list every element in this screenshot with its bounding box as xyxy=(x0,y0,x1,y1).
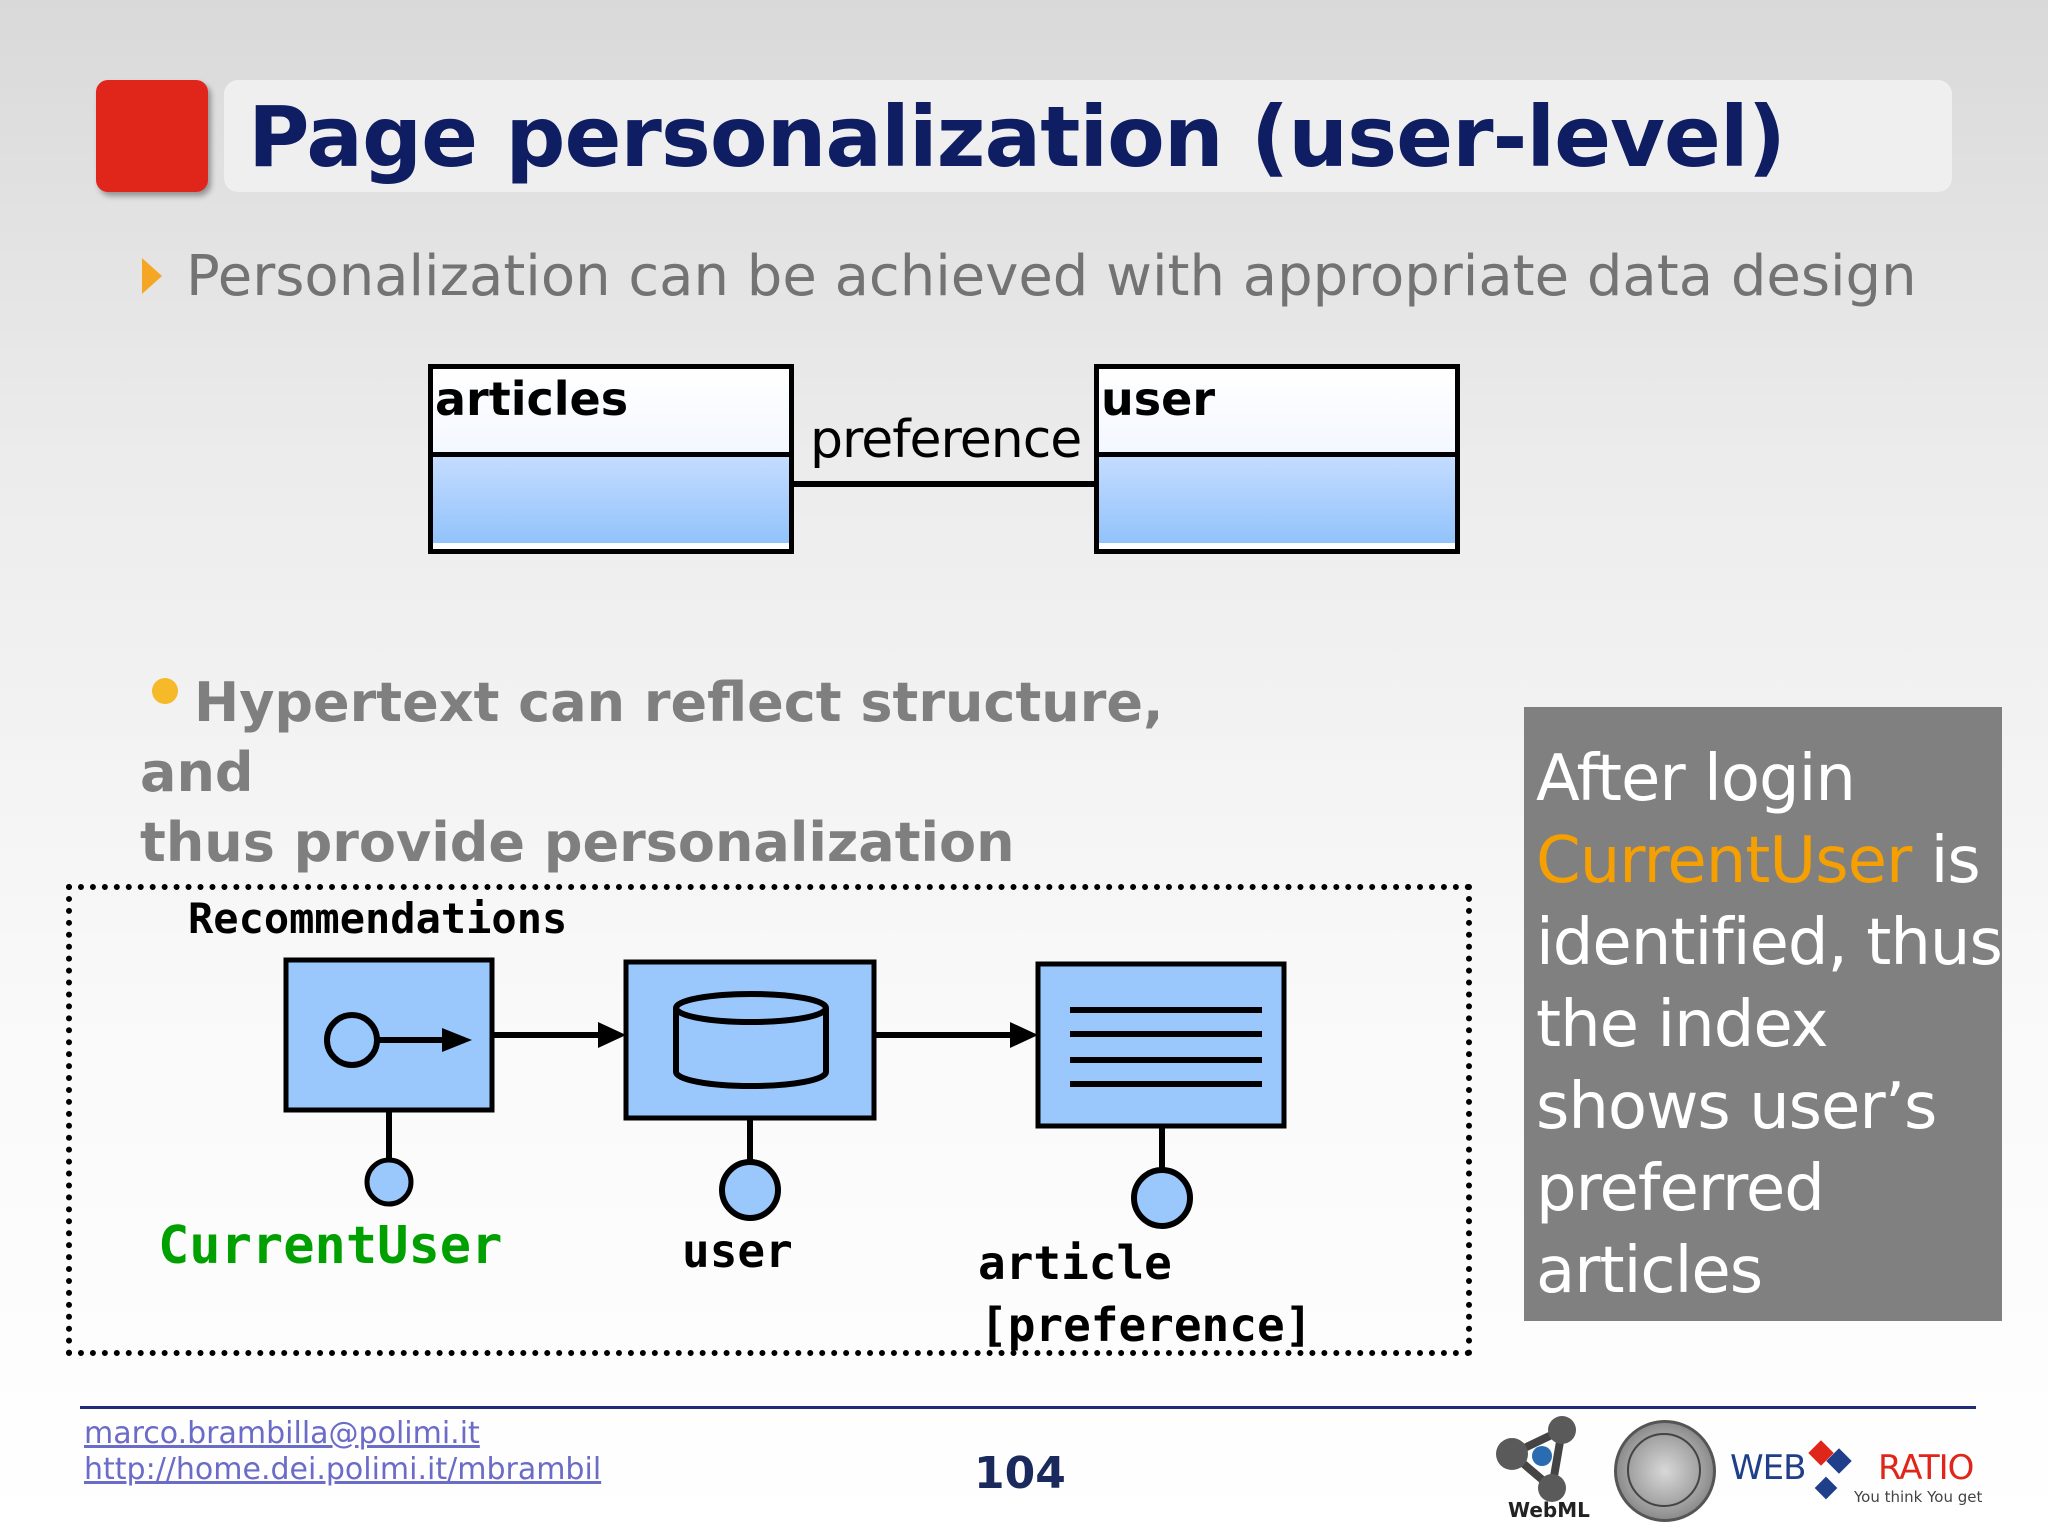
entity-user-label: user xyxy=(1099,369,1455,457)
webml-logo: WebML xyxy=(1490,1414,1590,1524)
callout-highlight: CurrentUser xyxy=(1536,824,1912,898)
callout-line6: preferred xyxy=(1536,1152,1825,1226)
entity-articles: articles xyxy=(428,364,794,554)
polimi-seal-logo xyxy=(1614,1420,1716,1522)
webratio-tagline: You think You get xyxy=(1854,1488,1983,1506)
page-number: 104 xyxy=(974,1448,1066,1499)
title-accent-square xyxy=(96,80,208,192)
webratio-logo-ratio: RATIO xyxy=(1878,1448,1974,1488)
footer-divider xyxy=(80,1406,1976,1409)
bullet-hypertext-line2: thus provide personalization xyxy=(140,811,1015,874)
entity-user-body xyxy=(1099,457,1455,543)
bullet-hypertext: Hypertext can reflect structure, and thu… xyxy=(140,668,1200,878)
page-frame xyxy=(66,884,1472,1356)
data-unit-param xyxy=(719,1118,781,1221)
data-unit xyxy=(623,959,877,1121)
entity-articles-label: articles xyxy=(433,369,789,457)
callout-text: After login CurrentUser is identified, t… xyxy=(1536,738,2006,1312)
bullet-personalization: Personalization can be achieved with app… xyxy=(186,244,1917,309)
param-preference: [preference] xyxy=(980,1298,1313,1352)
link-arrow-2 xyxy=(874,1022,1038,1048)
database-icon xyxy=(673,991,829,1089)
param-article: article xyxy=(978,1236,1172,1290)
index-unit-param xyxy=(1131,1126,1193,1229)
entity-articles-body xyxy=(433,457,789,543)
title-bar xyxy=(224,80,1952,192)
entry-unit-icon xyxy=(324,1012,472,1068)
entry-unit-param xyxy=(364,1110,414,1207)
footer-email-link[interactable]: marco.brambilla@polimi.it xyxy=(84,1416,480,1451)
bullet-hypertext-line1: Hypertext can reflect structure, and xyxy=(140,671,1164,804)
webml-logo-text: WebML xyxy=(1508,1498,1590,1522)
callout-line2-rest: is xyxy=(1911,824,1981,898)
relationship-line xyxy=(794,481,1094,487)
polimi-seal-inner-ring xyxy=(1627,1433,1701,1507)
callout-line4: the index xyxy=(1536,988,1828,1062)
link-arrow-1 xyxy=(492,1022,626,1048)
bullet-arrow-icon xyxy=(142,258,162,294)
entity-user: user xyxy=(1094,364,1460,554)
webratio-logo-web: WEB xyxy=(1730,1448,1806,1488)
slide-title: Page personalization (user-level) xyxy=(248,88,1786,186)
callout-line1: After login xyxy=(1536,742,1856,816)
webml-logo-icon xyxy=(1496,1416,1576,1502)
webratio-logo: WEB RATIO You think You get xyxy=(1730,1440,1990,1516)
page-name-label: Recommendations xyxy=(188,894,568,943)
bullet-dot-icon xyxy=(152,678,178,704)
callout-line5: shows user’s xyxy=(1536,1070,1937,1144)
relationship-label: preference xyxy=(810,410,1082,470)
index-unit xyxy=(1035,961,1287,1129)
index-list-icon xyxy=(1070,1007,1262,1087)
entry-unit xyxy=(283,957,495,1113)
footer-homepage-link[interactable]: http://home.dei.polimi.it/mbrambil xyxy=(84,1452,602,1487)
param-current-user: CurrentUser xyxy=(158,1216,503,1276)
callout-line3: identified, thus xyxy=(1536,906,2003,980)
callout-line7: articles xyxy=(1536,1234,1763,1308)
webratio-blue-diamond-small xyxy=(1814,1476,1838,1500)
param-user: user xyxy=(682,1224,793,1278)
callout-box xyxy=(1524,707,2002,1321)
